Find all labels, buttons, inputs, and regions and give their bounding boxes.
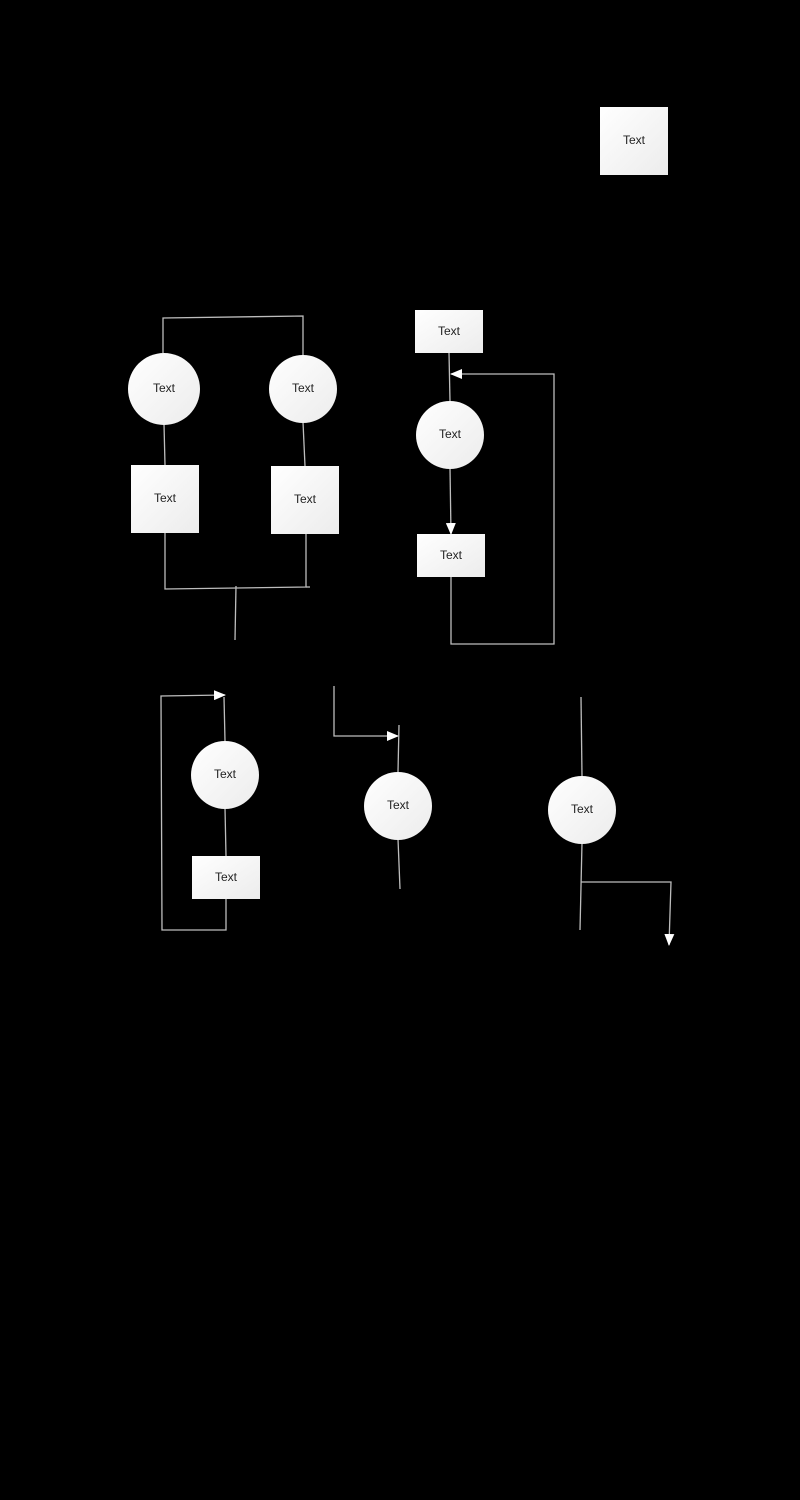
connector-e-top-to-circle[interactable] [580, 696, 583, 777]
connector-c-circle-to-rect[interactable] [224, 807, 227, 857]
connector-c-feedback-loop[interactable] [160, 690, 227, 931]
connectors [160, 315, 675, 946]
node-rect-b-top[interactable]: Text [415, 310, 483, 353]
connector-d-top-to-circle[interactable] [397, 724, 400, 773]
node-label: Text [623, 133, 646, 147]
node-label: Text [214, 767, 237, 781]
node-label: Text [215, 870, 238, 884]
node-circle-b[interactable]: Text [416, 401, 484, 469]
node-rect-c[interactable]: Text [192, 856, 260, 899]
node-rect-b-bottom[interactable]: Text [417, 534, 485, 577]
nodes: Text Text Text Text Text Text Text [128, 107, 668, 899]
node-circle-c[interactable]: Text [191, 741, 259, 809]
node-square-top-right[interactable]: Text [600, 107, 668, 175]
node-label: Text [571, 802, 594, 816]
node-label: Text [154, 491, 177, 505]
connector-a1-circle-to-square[interactable] [163, 423, 166, 466]
node-label: Text [153, 381, 176, 395]
node-label: Text [387, 798, 410, 812]
node-circle-e[interactable]: Text [548, 776, 616, 844]
node-square-a2[interactable]: Text [271, 466, 339, 534]
connector-d-circle-bottom[interactable] [397, 838, 401, 890]
node-label: Text [294, 492, 317, 506]
connector-b-feedback-loop[interactable] [450, 369, 555, 645]
connector-a-top-bracket[interactable] [162, 315, 304, 356]
connector-a-stem[interactable] [234, 585, 237, 641]
node-circle-a1[interactable]: Text [128, 353, 200, 425]
node-label: Text [440, 548, 463, 562]
node-label: Text [292, 381, 315, 395]
node-circle-d[interactable]: Text [364, 772, 432, 840]
node-label: Text [438, 324, 461, 338]
connector-c-top-to-circle[interactable] [223, 696, 226, 742]
node-square-a1[interactable]: Text [131, 465, 199, 533]
node-circle-a2[interactable]: Text [269, 355, 337, 423]
connector-b-circle-to-rect[interactable] [445, 467, 456, 535]
connector-d-elbow[interactable] [333, 686, 399, 741]
connector-e-circle-bottom[interactable] [579, 842, 583, 931]
node-label: Text [439, 427, 462, 441]
connector-e-branch[interactable] [581, 881, 675, 946]
connector-a2-circle-to-square[interactable] [302, 421, 306, 467]
connector-b-rect-to-circle[interactable] [448, 352, 451, 402]
connector-a-bottom-bracket[interactable] [164, 533, 307, 590]
